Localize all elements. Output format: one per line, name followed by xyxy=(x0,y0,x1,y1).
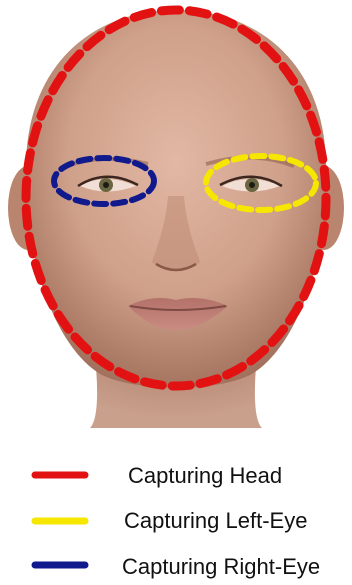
legend-item-head: Capturing Head xyxy=(35,463,282,488)
legend-label-head: Capturing Head xyxy=(128,463,282,488)
face-image xyxy=(8,10,344,428)
legend: Capturing Head Capturing Left-Eye Captur… xyxy=(35,463,320,579)
legend-item-right-eye: Capturing Right-Eye xyxy=(35,554,320,579)
legend-item-left-eye: Capturing Left-Eye xyxy=(35,508,307,533)
legend-label-right-eye: Capturing Right-Eye xyxy=(122,554,320,579)
legend-label-left-eye: Capturing Left-Eye xyxy=(124,508,307,533)
